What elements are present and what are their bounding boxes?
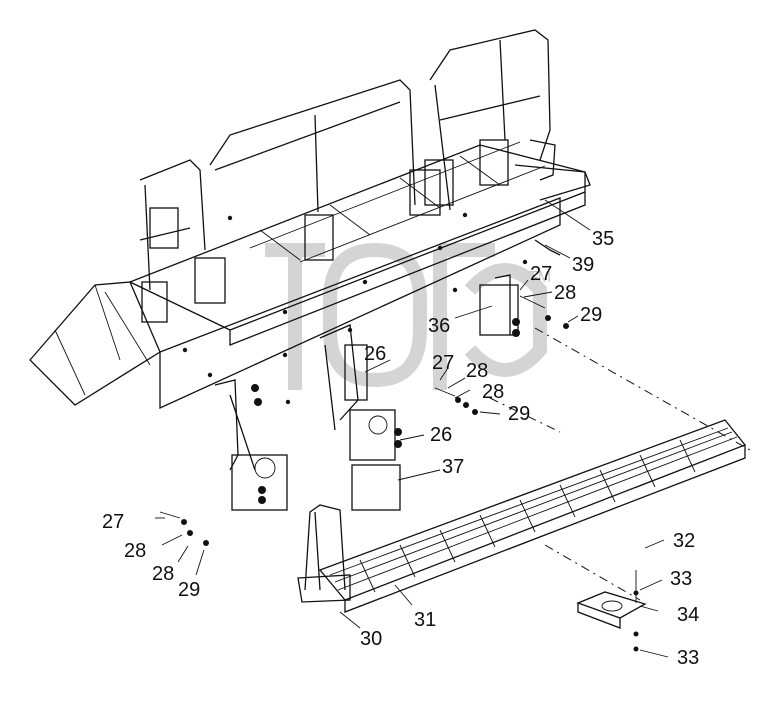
callout-28: 28 (466, 360, 488, 382)
callout-33: 33 (677, 647, 699, 669)
watermark-logo: TM (265, 242, 551, 390)
callout-26: 26 (430, 424, 452, 446)
support-leg-right (479, 274, 520, 337)
step-ramp (29, 281, 161, 406)
fasteners-left (159, 511, 209, 546)
end-plate (514, 164, 591, 256)
watermark-tm: TM (528, 269, 551, 286)
assembly-lines (489, 327, 751, 601)
callout-29: 29 (178, 579, 200, 601)
support-leg-left (214, 379, 288, 511)
step-handle (297, 504, 351, 603)
callout-28: 28 (482, 381, 504, 403)
callout-31: 31 (414, 609, 436, 631)
grating-step (318, 419, 747, 613)
callout-29: 29 (508, 403, 530, 425)
callout-35: 35 (592, 228, 614, 250)
callout-27: 27 (530, 263, 552, 285)
callout-29: 29 (580, 304, 602, 326)
callout-26: 26 (364, 343, 386, 365)
callout-34: 34 (677, 604, 699, 626)
fasteners-right (519, 295, 569, 329)
leader-lines (155, 199, 669, 658)
callout-27: 27 (102, 511, 124, 533)
callout-28: 28 (554, 282, 576, 304)
fasteners-center (434, 387, 478, 415)
callout-27: 27 (432, 352, 454, 374)
callout-labels: 35 39 27 28 29 36 26 27 28 28 29 26 37 2… (102, 228, 699, 669)
callout-36: 36 (428, 315, 450, 337)
callout-32: 32 (673, 530, 695, 552)
callout-28: 28 (124, 540, 146, 562)
mount-bracket (576, 570, 647, 652)
callout-37: 37 (442, 456, 464, 478)
support-leg-center (319, 324, 402, 511)
callout-39: 39 (572, 254, 594, 276)
handrail (139, 29, 551, 291)
callout-28: 28 (152, 563, 174, 585)
stanchion-brackets (141, 139, 556, 323)
callout-30: 30 (360, 628, 382, 650)
callout-33: 33 (670, 568, 692, 590)
